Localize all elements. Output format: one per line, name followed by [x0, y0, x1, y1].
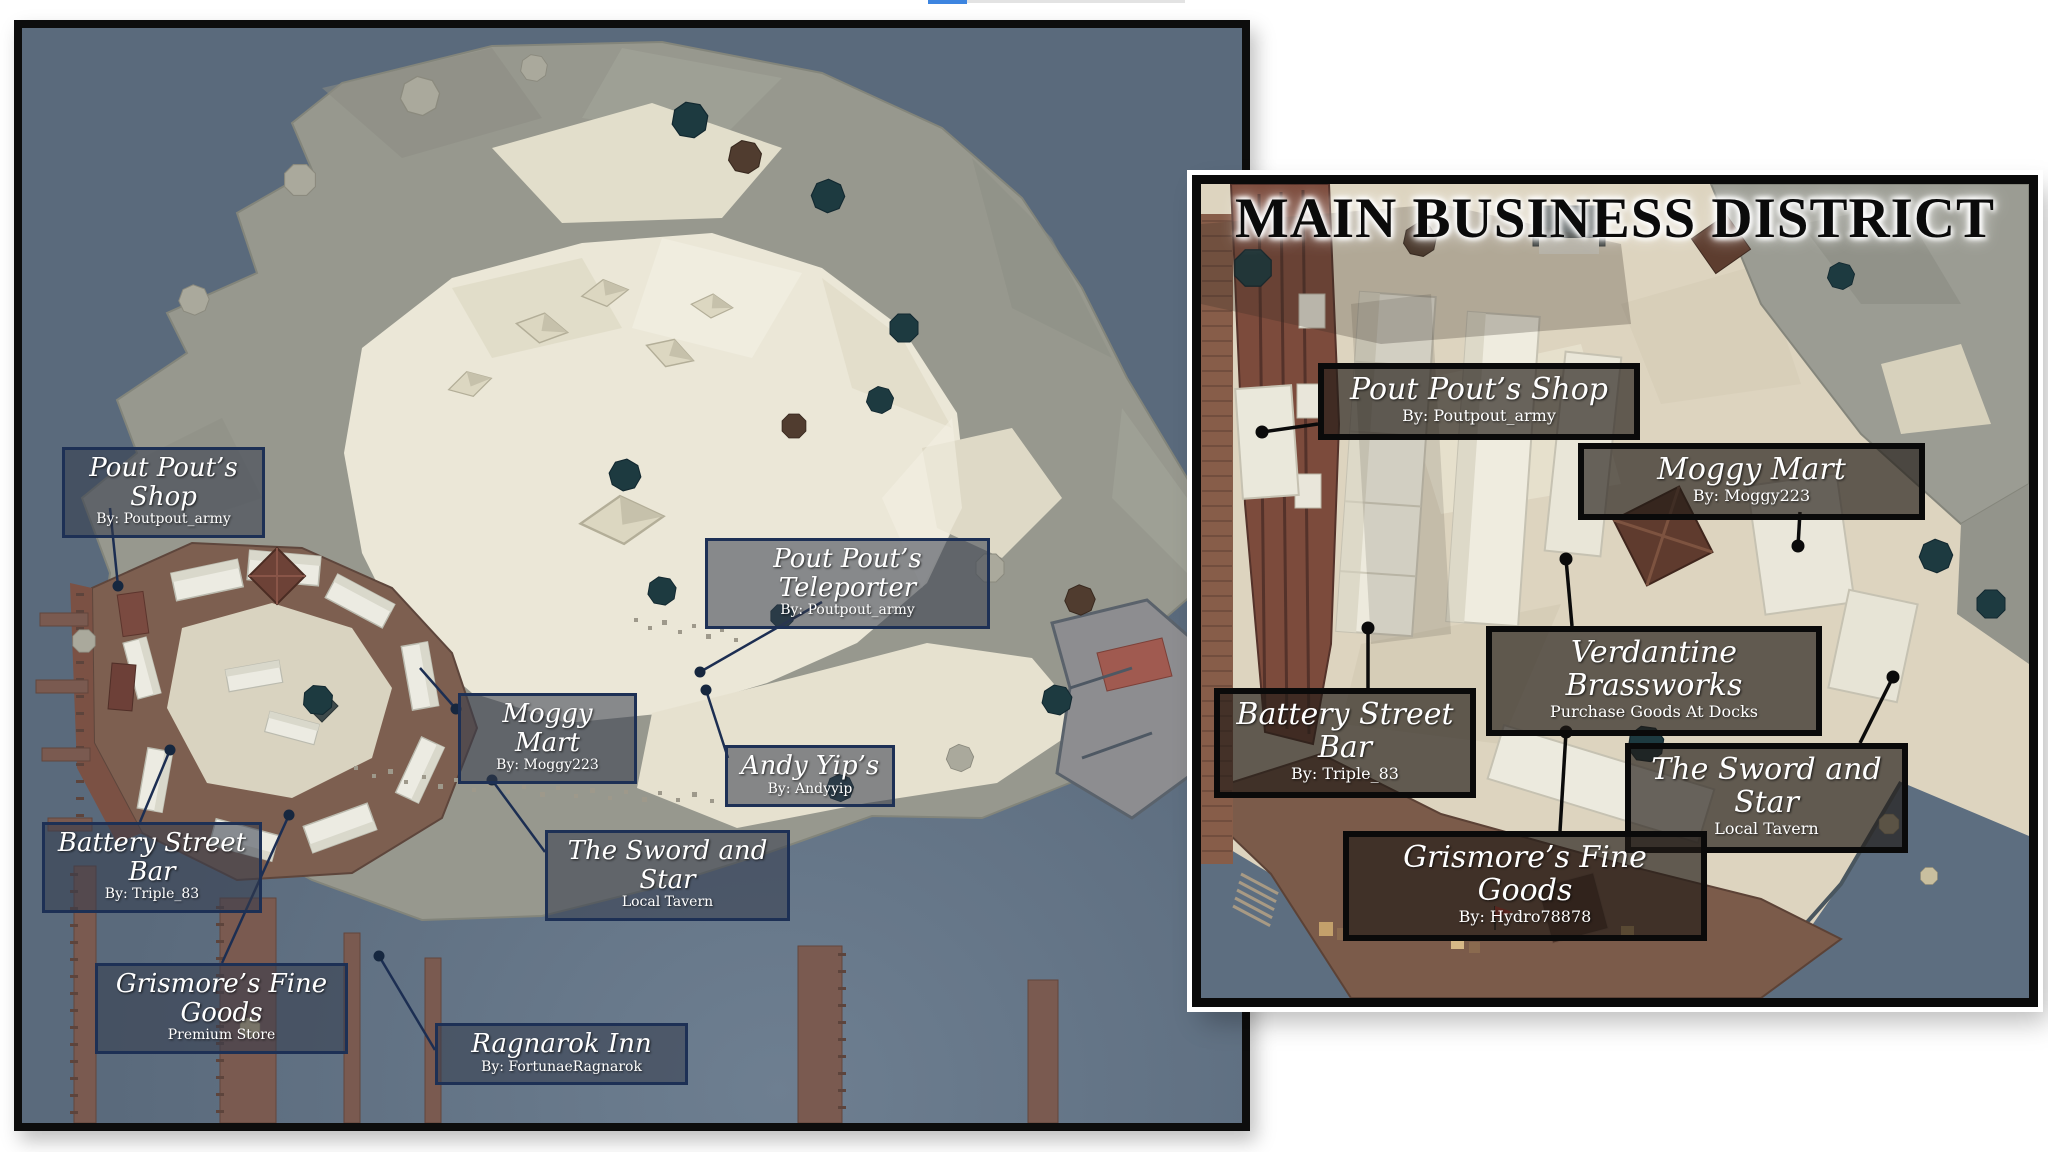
browser-progress-track [967, 0, 1185, 3]
right-label-moggy-mart: Moggy Mart By: Moggy223 [1578, 443, 1925, 520]
label-subtitle: By: Moggy223 [496, 757, 599, 774]
fort [1050, 598, 1209, 820]
label-title: The Sword and Star [1651, 752, 1882, 820]
right-label-grismores-fine-goods: Grismore’s Fine Goods By: Hydro78878 [1343, 831, 1707, 941]
label-subtitle: By: Hydro78878 [1458, 907, 1592, 926]
label-subtitle: By: Andyyip [767, 780, 853, 797]
district-title: MAIN BUSINESS DISTRICT [1234, 187, 1996, 250]
left-label-andy-yips: Andy Yip’s By: Andyyip [725, 745, 895, 808]
label-subtitle: By: Poutpout_army [780, 602, 915, 619]
right-label-sword-and-star: The Sword and Star Local Tavern [1625, 743, 1908, 853]
right-label-pout-pouts-shop: Pout Pout’s Shop By: Poutpout_army [1318, 363, 1640, 440]
label-title: Ragnarok Inn [471, 1029, 652, 1059]
label-subtitle: Purchase Goods At Docks [1550, 702, 1758, 721]
left-label-sword-and-star: The Sword and Star Local Tavern [545, 830, 790, 921]
label-subtitle: Local Tavern [1714, 819, 1819, 838]
label-subtitle: By: FortunaeRagnarok [481, 1058, 642, 1075]
label-title: Grismore’s Fine Goods [115, 969, 328, 1028]
label-title: Pout Pout’s Shop [1350, 372, 1608, 407]
label-title: The Sword and Star [567, 836, 768, 895]
label-subtitle: By: Poutpout_army [1402, 406, 1556, 425]
label-title: Pout Pout’s Shop [89, 453, 238, 512]
label-title: Verdantine Brassworks [1565, 635, 1743, 703]
label-subtitle: By: Triple_83 [1291, 764, 1399, 783]
label-subtitle: Local Tavern [621, 894, 714, 911]
label-title: Andy Yip’s [740, 751, 880, 781]
right-label-battery-street-bar: Battery Street Bar By: Triple_83 [1214, 688, 1476, 798]
left-label-pout-pouts-shop: Pout Pout’s Shop By: Poutpout_army [62, 447, 265, 538]
left-label-moggy-mart: Moggy Mart By: Moggy223 [458, 693, 637, 784]
label-subtitle: By: Moggy223 [1692, 486, 1811, 505]
island-overview-map-panel: Pout Pout’s Shop By: Poutpout_army Pout … [14, 20, 1250, 1131]
west-warehouses [1201, 184, 1341, 864]
label-title: Moggy Mart [1657, 452, 1846, 487]
left-label-grismores-fine-goods: Grismore’s Fine Goods Premium Store [95, 963, 348, 1054]
business-district-map-panel: MAIN BUSINESS DISTRICT Pout Pout’s Shop … [1192, 175, 2038, 1007]
label-title: Battery Street Bar [57, 828, 247, 887]
label-title: Moggy Mart [502, 699, 593, 758]
label-title: Grismore’s Fine Goods [1403, 840, 1647, 908]
label-title: Pout Pout’s Teleporter [773, 544, 922, 603]
island-map-artwork [22, 28, 1242, 1123]
browser-progress-bar [928, 0, 967, 4]
label-subtitle: By: Poutpout_army [96, 511, 231, 528]
label-title: Battery Street Bar [1236, 697, 1454, 765]
label-subtitle: Premium Store [167, 1027, 276, 1044]
label-subtitle: By: Triple_83 [104, 886, 200, 903]
right-label-verdantine-brassworks: Verdantine Brassworks Purchase Goods At … [1486, 626, 1822, 736]
left-label-pout-pouts-teleporter: Pout Pout’s Teleporter By: Poutpout_army [705, 538, 990, 629]
left-label-battery-street-bar: Battery Street Bar By: Triple_83 [42, 822, 262, 913]
left-label-ragnarok-inn: Ragnarok Inn By: FortunaeRagnarok [435, 1023, 688, 1086]
